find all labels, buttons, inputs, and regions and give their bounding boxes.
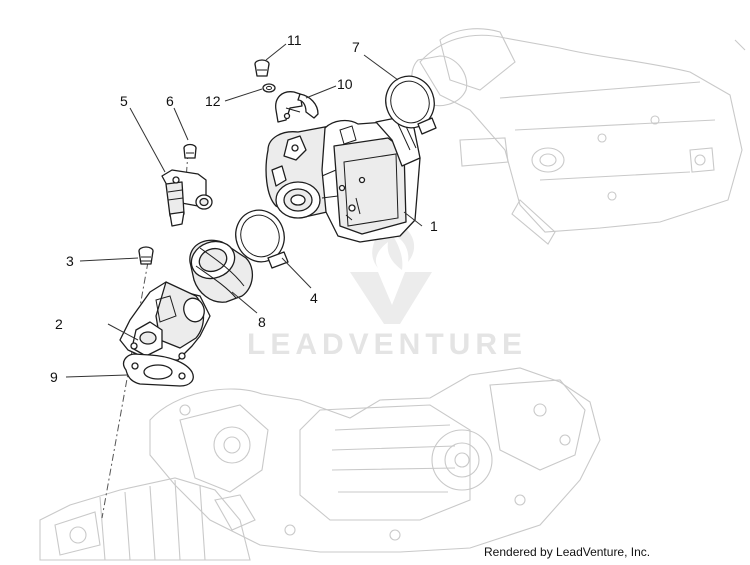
mounting-bracket: [275, 91, 319, 123]
bracket-screw: [254, 59, 270, 77]
callout-11: 11: [287, 32, 302, 48]
callout-9: 9: [50, 369, 58, 385]
injector-bolt: [183, 143, 197, 159]
manifold-gasket: [122, 353, 194, 387]
hose-clamp-lower: [235, 209, 289, 269]
callout-6: 6: [166, 93, 174, 109]
fuel-injector: [161, 169, 213, 227]
cylinder-head-ghost: [39, 477, 256, 561]
watermark-text: LEADVENTURE: [247, 328, 527, 361]
callout-1: 1: [430, 218, 438, 234]
intake-sleeve: [189, 239, 253, 303]
manifold-screw: [138, 246, 154, 265]
callout-8: 8: [258, 314, 266, 330]
callout-5: 5: [120, 93, 128, 109]
leader-lines: [65, 43, 423, 378]
callout-labels: 1 2 3 4 5 6 7 8 9 10 11 12: [50, 32, 438, 385]
callout-10: 10: [337, 76, 353, 92]
callout-7: 7: [352, 39, 360, 55]
hose-clamp-upper: [385, 75, 437, 135]
throttle-body: [265, 117, 421, 243]
callout-12: 12: [205, 93, 221, 109]
bracket-washer: [262, 83, 276, 93]
airbox-ghost: [411, 28, 746, 245]
callout-2: 2: [55, 316, 63, 332]
engine-crankcase-ghost: [149, 367, 601, 553]
mounting-axis-line: [101, 261, 149, 519]
callout-4: 4: [310, 290, 318, 306]
leadventure-watermark: LEADVENTURE: [247, 221, 527, 361]
intake-manifold: [119, 281, 211, 361]
callout-3: 3: [66, 253, 74, 269]
rendered-by-credit: Rendered by LeadVenture, Inc.: [484, 545, 651, 559]
